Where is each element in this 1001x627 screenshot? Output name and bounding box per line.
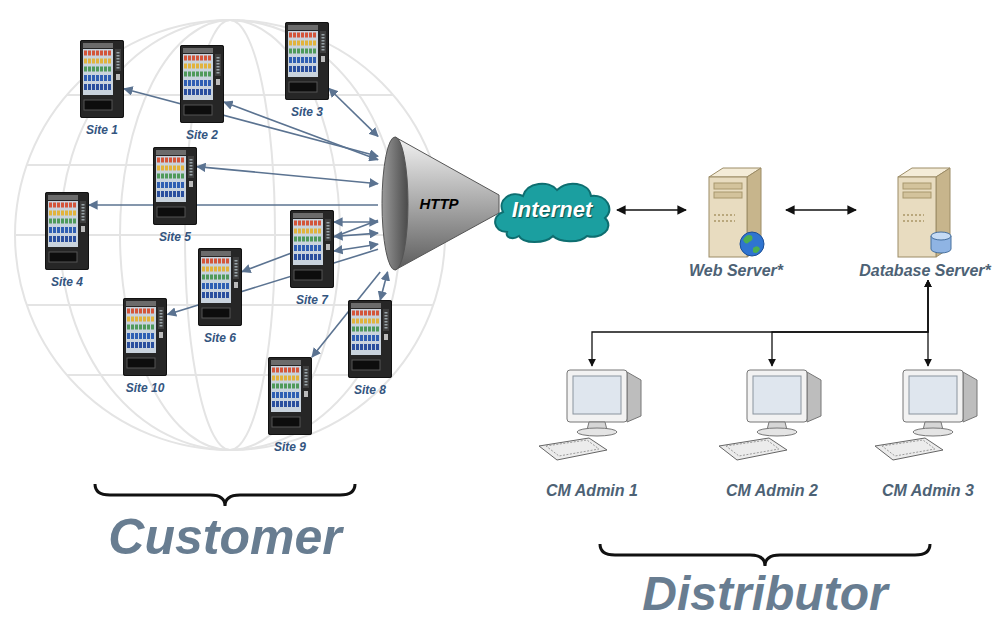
admin-computer-icon xyxy=(717,366,827,466)
vending-machine-drawing xyxy=(285,22,329,100)
group-label: Customer xyxy=(108,510,341,565)
vending-machine-icon xyxy=(123,298,167,376)
node-label: Site 6 xyxy=(204,332,236,346)
vending-machine-drawing xyxy=(45,192,89,270)
link-arrow xyxy=(334,221,378,223)
vending-machine-icon xyxy=(198,248,242,326)
vending-machine-node: Site 7 xyxy=(290,210,334,308)
globe-parallel xyxy=(67,374,393,376)
node-label: Site 4 xyxy=(51,276,83,290)
vending-machine-drawing xyxy=(153,147,197,225)
node-label: CM Admin 3 xyxy=(882,482,974,500)
admin-computer-node: CM Admin 1 xyxy=(537,366,647,500)
customer-brace xyxy=(95,484,355,506)
vending-machine-icon xyxy=(285,22,329,100)
link-arrow xyxy=(786,209,856,211)
link-arrow xyxy=(617,209,686,211)
vending-machine-node: Site 8 xyxy=(348,300,392,398)
group-label: Distributor xyxy=(642,568,887,621)
link-arrow xyxy=(927,280,928,366)
link-arrow xyxy=(329,89,378,137)
node-label: Internet xyxy=(512,197,593,222)
vending-machine-drawing xyxy=(268,357,312,435)
admin-computer-node: CM Admin 3 xyxy=(873,366,983,500)
connector-group xyxy=(89,89,928,366)
vending-machine-drawing xyxy=(123,298,167,376)
node-label: Site 7 xyxy=(296,294,328,308)
web-server-icon xyxy=(705,165,767,260)
node-label: CM Admin 2 xyxy=(726,482,818,500)
node-label: Web Server* xyxy=(689,262,783,280)
admin-computer-icon xyxy=(537,366,647,466)
link-arrow xyxy=(772,280,928,366)
link-arrow xyxy=(197,167,378,184)
internet-cloud: Internet xyxy=(487,176,617,244)
database-server-icon xyxy=(894,165,956,260)
vending-machine-icon xyxy=(268,357,312,435)
vending-machine-icon xyxy=(290,210,334,288)
admin-computer-drawing xyxy=(539,370,641,460)
vending-machine-node: Site 1 xyxy=(80,40,124,138)
node-label: Site 8 xyxy=(354,384,386,398)
vending-machine-icon xyxy=(80,40,124,118)
funnel-cone xyxy=(395,137,499,270)
distributor-brace xyxy=(600,544,930,566)
funnel-mouth xyxy=(382,137,408,270)
vending-machine-node: Site 9 xyxy=(268,357,312,455)
admin-computer-icon xyxy=(873,366,983,466)
link-arrow xyxy=(334,233,378,236)
vending-machine-icon xyxy=(45,192,89,270)
vending-machine-node: Site 5 xyxy=(153,147,197,245)
node-label: Site 1 xyxy=(86,124,118,138)
database-server-drawing xyxy=(898,168,951,257)
link-arrow xyxy=(334,244,378,251)
web-server-drawing xyxy=(709,168,764,257)
vending-machine-drawing xyxy=(180,45,224,123)
node-label: Site 5 xyxy=(159,231,191,245)
vending-machine-drawing xyxy=(198,248,242,326)
vending-machine-drawing xyxy=(348,300,392,378)
link-arrow xyxy=(224,102,378,160)
node-label: HTTP xyxy=(419,195,458,212)
node-label: CM Admin 1 xyxy=(546,482,638,500)
vending-machine-icon xyxy=(180,45,224,123)
admin-computer-node: CM Admin 2 xyxy=(717,366,827,500)
node-label: Site 9 xyxy=(274,441,306,455)
vending-machine-node: Site 6 xyxy=(198,248,242,346)
node-label: Site 2 xyxy=(186,129,218,143)
vending-machine-node: Site 4 xyxy=(45,192,89,290)
globe-wireframe xyxy=(15,20,445,450)
node-label: Database Server* xyxy=(859,262,991,280)
vending-machine-node: Site 2 xyxy=(180,45,224,143)
globe-outline xyxy=(15,20,445,450)
vending-machine-drawing xyxy=(80,40,124,118)
node-label: Site 3 xyxy=(291,106,323,120)
vending-machine-icon xyxy=(153,147,197,225)
vending-machine-icon xyxy=(348,300,392,378)
http-funnel: HTTP xyxy=(378,135,500,272)
database-server-node: Database Server* xyxy=(856,165,994,280)
admin-computer-drawing xyxy=(875,370,977,460)
link-arrow xyxy=(592,280,928,366)
link-arrow xyxy=(380,272,387,300)
globe-parallel xyxy=(27,164,433,166)
vending-machine-drawing xyxy=(290,210,334,288)
link-arrow xyxy=(89,204,378,206)
cloud-outline xyxy=(495,184,609,242)
admin-computer-drawing xyxy=(719,370,821,460)
node-label: Site 10 xyxy=(126,382,165,396)
vending-machine-node: Site 10 xyxy=(123,298,168,396)
web-server-node: Web Server* xyxy=(686,165,786,280)
vending-machine-node: Site 3 xyxy=(285,22,329,120)
